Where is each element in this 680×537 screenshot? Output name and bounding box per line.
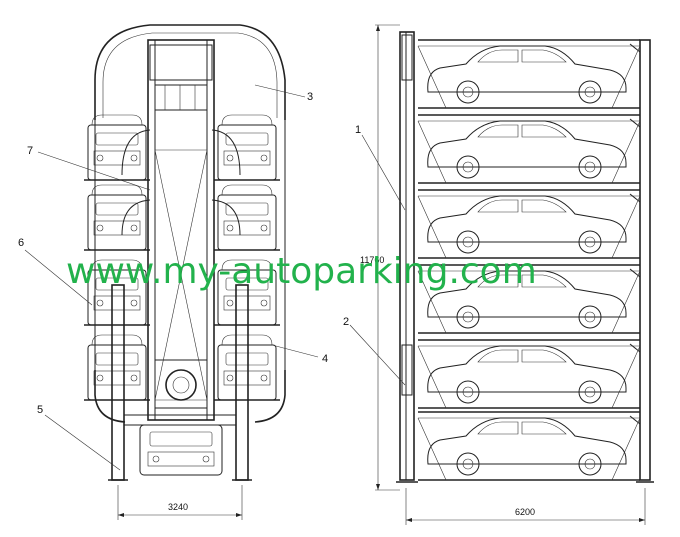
callout-2-leader bbox=[349, 324, 406, 386]
bottom-drive-wheel bbox=[165, 369, 197, 401]
side-pallet bbox=[417, 264, 641, 334]
width-front-label: 3240 bbox=[168, 502, 188, 512]
side-pallet bbox=[417, 114, 641, 184]
side-front-column bbox=[399, 31, 415, 481]
right-leg bbox=[235, 284, 249, 481]
side-rear-column bbox=[639, 39, 651, 481]
central-tower bbox=[147, 39, 215, 421]
front-pallet-right bbox=[214, 334, 280, 401]
front-width-dimension: 3240 bbox=[117, 485, 243, 520]
track-top-arc-inner bbox=[102, 32, 278, 118]
callout-1: 1 bbox=[355, 124, 361, 136]
callout-4: 4 bbox=[322, 353, 328, 365]
height-label: 11760 bbox=[360, 255, 384, 265]
front-pallet-right bbox=[214, 259, 280, 326]
height-dimension: 11760 bbox=[360, 24, 400, 491]
side-pallet bbox=[417, 339, 641, 409]
side-pallets bbox=[417, 39, 641, 481]
callout-6: 6 bbox=[18, 237, 24, 249]
front-view bbox=[84, 24, 286, 481]
side-view bbox=[396, 31, 654, 483]
side-width-dimension: 6200 bbox=[405, 488, 646, 525]
front-pallet-left bbox=[84, 334, 150, 401]
callout-1-leader bbox=[361, 134, 406, 211]
track-bottom-right bbox=[254, 370, 286, 423]
track-top-arc bbox=[94, 24, 286, 120]
chain-box-top bbox=[401, 34, 413, 81]
front-pallet-left bbox=[84, 114, 150, 181]
side-pallet bbox=[417, 189, 641, 259]
chain-box-bottom bbox=[401, 344, 413, 396]
callout-7: 7 bbox=[27, 145, 33, 157]
side-pallet bbox=[417, 39, 641, 109]
watermark: www.my-autoparking.com bbox=[66, 251, 537, 292]
front-pallet-right bbox=[214, 184, 280, 251]
width-side-label: 6200 bbox=[515, 507, 535, 517]
top-drive-unit bbox=[149, 44, 213, 81]
callout-5-leader bbox=[44, 414, 121, 471]
front-pallet-right bbox=[214, 114, 280, 181]
callout-4-leader bbox=[271, 344, 319, 358]
callout-3: 3 bbox=[307, 91, 313, 103]
callout-7-leader bbox=[37, 151, 151, 191]
callout-5: 5 bbox=[37, 404, 43, 416]
side-pallet bbox=[417, 411, 641, 481]
ground-car-front bbox=[139, 424, 223, 476]
callout-6-leader bbox=[24, 249, 93, 306]
pallets-right bbox=[214, 114, 280, 401]
callouts: 3 7 6 4 5 1 2 bbox=[18, 84, 406, 471]
callout-3-leader bbox=[254, 84, 306, 98]
callout-2: 2 bbox=[343, 316, 349, 328]
track-bottom-left bbox=[94, 370, 126, 423]
pallets-left bbox=[84, 114, 150, 401]
front-pallet-left bbox=[84, 184, 150, 251]
left-leg bbox=[111, 284, 125, 481]
